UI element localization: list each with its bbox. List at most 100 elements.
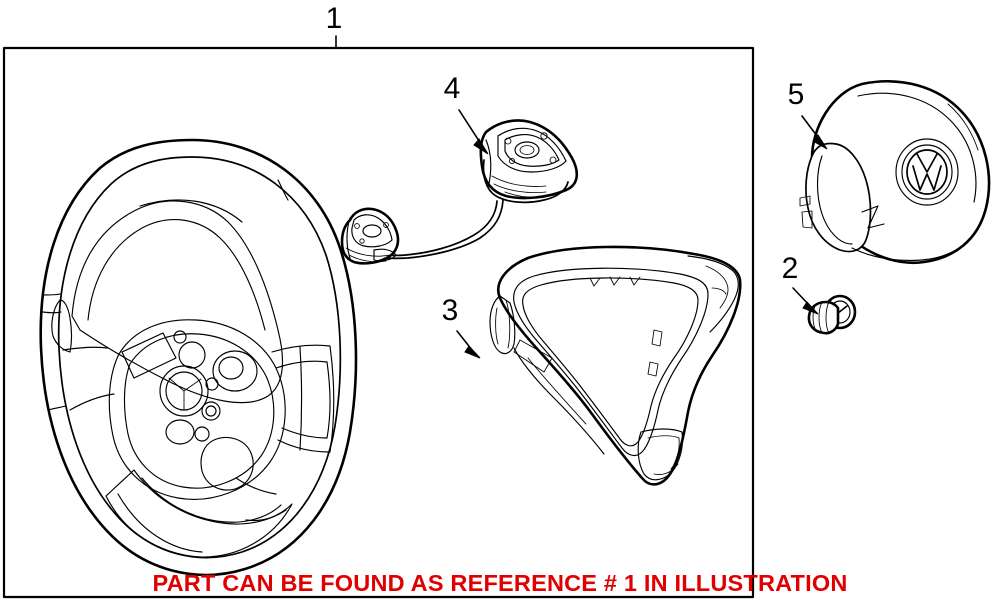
- lower-spoke-outer: [105, 469, 293, 558]
- switch-button-b: [540, 132, 548, 140]
- steering-wheel-assembly: [39, 138, 358, 577]
- callout-5-leader: [801, 115, 828, 150]
- steering-wheel-trim-cover: [489, 245, 742, 486]
- rim-seam-top-right: [277, 179, 289, 201]
- switch-left-rib-2: [348, 254, 387, 263]
- hub-inner-contour: [123, 333, 275, 489]
- hub-hole-lower-ring-inner: [205, 405, 217, 417]
- callout-number-3: 3: [442, 294, 459, 327]
- lower-spoke-seam-right: [245, 509, 287, 522]
- switch-right-face-inner: [504, 134, 560, 167]
- trim-left-tab-inner: [495, 307, 499, 345]
- rim-seam-lower-left: [47, 405, 67, 411]
- hub-boss-right: [212, 350, 258, 392]
- switch-left-button-b: [383, 222, 389, 228]
- steering-wheel-hub: [108, 319, 286, 500]
- airbag-tear-seam: [861, 205, 885, 229]
- wheel-top-crease: [139, 199, 243, 223]
- trim-window-outer: [513, 267, 709, 457]
- airbag-top-contour: [857, 92, 977, 203]
- airbag-retaining-screw: [807, 294, 857, 335]
- trim-notch-right: [651, 329, 663, 347]
- airbag-left-face: [805, 142, 872, 253]
- vw-logo-w-glyph: [912, 165, 942, 191]
- trim-arm-lower-left: [513, 347, 605, 455]
- hub-cavity-bottom: [200, 436, 254, 491]
- vw-logo-inner-ring: [906, 149, 948, 195]
- trim-notch-top-c: [629, 276, 641, 286]
- switch-rocker-pad-inner: [519, 145, 535, 155]
- switch-rib-2: [493, 183, 547, 194]
- callout-number-1: 1: [326, 2, 343, 35]
- screw-thread-2: [818, 301, 823, 334]
- trim-arm-top-right-crease: [705, 265, 729, 309]
- right-spoke-inner: [275, 360, 331, 439]
- hub-hole-bottom-small: [194, 426, 210, 442]
- trim-arm-notch: [711, 287, 727, 295]
- right-spoke-seam: [299, 346, 303, 451]
- callout-3-leader: [456, 330, 481, 359]
- callout-4-leader: [458, 109, 489, 155]
- trim-notch-top-b: [609, 276, 621, 286]
- switch-left-flank: [485, 139, 492, 189]
- switch-left-face: [351, 214, 393, 248]
- right-spoke-outer: [271, 344, 335, 453]
- vw-logo: [895, 138, 959, 206]
- callout-number-4: 4: [444, 72, 461, 105]
- screw-thread-3: [825, 301, 830, 334]
- hub-boss-spoke-c: [183, 378, 202, 392]
- hub-hole-mid: [205, 377, 219, 391]
- trim-notch-right-lower: [647, 361, 659, 377]
- callout-number-5: 5: [788, 78, 805, 111]
- lower-spoke-seam-left: [117, 493, 203, 553]
- switch-button-d: [508, 157, 516, 165]
- switch-module-left: [340, 207, 400, 265]
- switch-left-flank: [346, 217, 351, 259]
- switch-right-face-panel: [497, 127, 567, 173]
- callout-number-2: 2: [782, 252, 799, 285]
- hub-hole-bottom-left: [165, 419, 195, 445]
- spoke-wedge-left: [51, 299, 73, 353]
- hub-mount-hole-upper-left: [178, 341, 206, 369]
- hub-center-boss: [159, 365, 209, 417]
- multifunction-switch-module: [371, 119, 579, 260]
- vw-logo-v-glyph: [916, 153, 938, 173]
- switch-left-rocker: [362, 224, 382, 238]
- driver-airbag-module: [799, 80, 991, 265]
- vw-logo-mid-ring: [901, 144, 953, 200]
- airbag-side-clip-upper: [799, 195, 811, 207]
- left-rim-blend-upper: [62, 346, 109, 351]
- hub-hole-lower-ring-outer: [201, 401, 221, 421]
- switch-right-skirt: [482, 159, 569, 204]
- callout-2-leader: [792, 287, 819, 315]
- assembly-boundary-box: [2, 46, 755, 599]
- hub-recess-left: [121, 332, 177, 379]
- trim-left-tab: [489, 295, 516, 355]
- rim-seam-upper-left: [41, 293, 61, 296]
- upper-spoke-contour: [71, 200, 284, 404]
- upper-spoke-inner-fold: [87, 218, 266, 331]
- trim-bottom-foot-inner: [647, 435, 680, 470]
- reference-note: PART CAN BE FOUND AS REFERENCE # 1 IN IL…: [152, 570, 848, 596]
- hub-boss-right-inner: [218, 356, 244, 380]
- lower-spoke-detail: [235, 477, 277, 495]
- trim-arm-lower-left-crease: [527, 357, 587, 425]
- hub-boss-spoke-b: [168, 377, 185, 392]
- switch-button-a: [504, 137, 512, 145]
- hub-pin-hole-top: [173, 330, 187, 344]
- trim-notch-top-a: [589, 277, 601, 287]
- airbag-left-face-inner: [816, 155, 853, 245]
- left-rim-blend-lower: [69, 393, 115, 411]
- vw-logo-outer-ring: [895, 138, 959, 206]
- switch-rib-1: [491, 175, 547, 187]
- switch-button-c: [549, 156, 557, 164]
- airbag-lower-seam: [851, 231, 977, 262]
- trim-recess-left: [513, 339, 553, 373]
- hub-body-outline: [108, 319, 286, 500]
- switch-rocker-pad: [514, 141, 540, 159]
- trim-bottom-foot: [637, 428, 684, 481]
- airbag-top-right-crease: [947, 103, 979, 151]
- screw-thread-1: [812, 303, 817, 332]
